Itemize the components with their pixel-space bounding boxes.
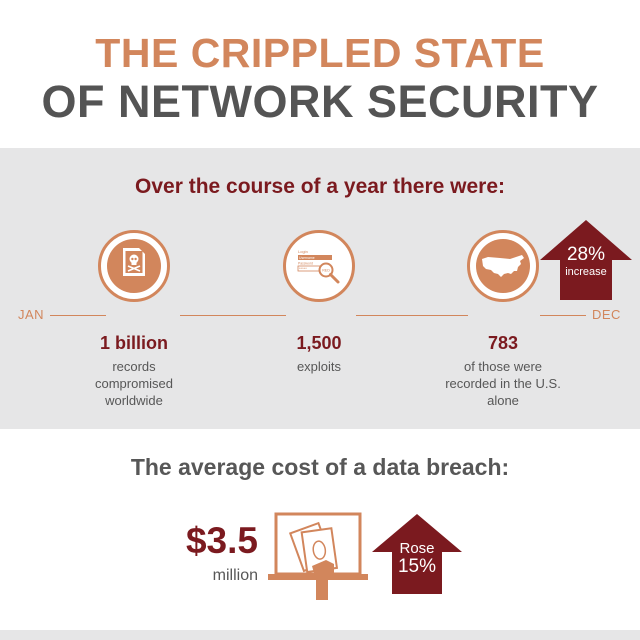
login-button-text: RED: [322, 269, 330, 273]
timeline-heading: Over the course of a year there were:: [135, 175, 505, 198]
timeline-line-segment: [540, 315, 586, 316]
usa-map-icon: [467, 230, 539, 302]
up-arrow-icon: [372, 514, 462, 594]
timeline-line-segment: [180, 315, 286, 316]
up-arrow-icon: [540, 220, 632, 300]
stat-desc-exploits: exploits: [296, 359, 342, 374]
stat-value-records: 1 billion: [99, 333, 168, 353]
breach-cost-unit: million: [212, 567, 258, 584]
password-dots: *****: [299, 266, 307, 271]
title-line-2: OF NETWORK SECURITY: [41, 76, 599, 127]
rise-percent: 15%: [397, 556, 437, 577]
timeline-end-label: DEC: [592, 307, 621, 322]
timeline-line-segment: [356, 315, 468, 316]
laptop-money-icon: [268, 512, 368, 600]
login-text: Login: [298, 249, 308, 254]
stat-desc-records: records compromised worldwide: [94, 359, 174, 408]
username-text: Username: [299, 256, 315, 260]
bottom-strip: [0, 630, 640, 640]
title-line-1: THE CRIPPLED STATE: [95, 30, 545, 76]
stat-value-us: 783: [487, 333, 519, 353]
breach-heading: The average cost of a data breach:: [130, 454, 510, 480]
increase-label: increase: [565, 266, 607, 278]
timeline-start-label: JAN: [18, 307, 45, 322]
breach-cost-value: $3.5: [185, 520, 258, 561]
stat-desc-us: of those were recorded in the U.S. alone: [445, 359, 561, 408]
increase-percent: 28%: [566, 244, 606, 265]
stat-value-exploits: 1,500: [296, 333, 342, 353]
skull-document-icon: [98, 230, 170, 302]
password-text: Password: [298, 262, 313, 266]
timeline-line-segment: [50, 315, 106, 316]
rise-label: Rose: [399, 540, 435, 557]
login-magnifier-icon: Login Username Password ***** RED: [283, 230, 355, 302]
